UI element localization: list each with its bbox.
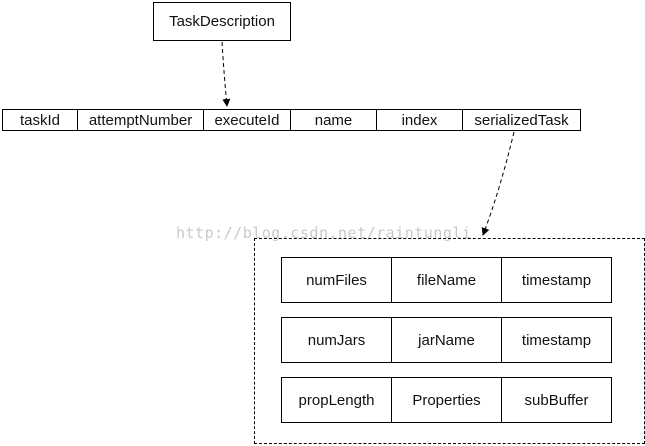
task-fields-row: taskId attemptNumber executeId name inde…: [2, 109, 581, 131]
cell-label: propLength: [298, 391, 375, 409]
cell-label: numJars: [307, 331, 366, 349]
cell-label: timestamp: [521, 331, 592, 349]
arrow-serialized-task-to-container: [481, 131, 515, 236]
cell-file-timestamp: timestamp: [501, 257, 612, 303]
field-label: serializedTask: [474, 111, 569, 129]
task-description-box: TaskDescription: [153, 2, 291, 41]
field-cell-serialized-task: serializedTask: [462, 109, 581, 131]
cell-label: subBuffer: [524, 391, 589, 409]
task-description-label: TaskDescription: [169, 13, 275, 30]
arrow-task-description-to-execute-id: [221, 41, 231, 107]
files-row: numFiles fileName timestamp: [281, 257, 612, 303]
cell-label: numFiles: [306, 271, 367, 289]
watermark-text: http://blog.csdn.net/raintungli: [176, 224, 472, 242]
cell-prop-length: propLength: [281, 377, 392, 423]
field-label: executeId: [214, 111, 280, 129]
field-label: index: [401, 111, 438, 129]
cell-num-jars: numJars: [281, 317, 392, 363]
field-cell-name: name: [290, 109, 377, 131]
cell-label: Properties: [412, 391, 481, 409]
cell-num-files: numFiles: [281, 257, 392, 303]
field-cell-index: index: [376, 109, 463, 131]
field-label: attemptNumber: [88, 111, 193, 129]
cell-properties: Properties: [391, 377, 502, 423]
cell-label: fileName: [416, 271, 477, 289]
field-cell-execute-id: executeId: [203, 109, 291, 131]
field-cell-attempt-number: attemptNumber: [77, 109, 204, 131]
cell-file-name: fileName: [391, 257, 502, 303]
jars-row: numJars jarName timestamp: [281, 317, 612, 363]
cell-jar-timestamp: timestamp: [501, 317, 612, 363]
field-cell-task-id: taskId: [2, 109, 78, 131]
cell-label: timestamp: [521, 271, 592, 289]
cell-label: jarName: [418, 331, 475, 349]
field-label: taskId: [19, 111, 61, 129]
cell-sub-buffer: subBuffer: [501, 377, 612, 423]
field-label: name: [314, 111, 353, 129]
properties-row: propLength Properties subBuffer: [281, 377, 612, 423]
cell-jar-name: jarName: [391, 317, 502, 363]
